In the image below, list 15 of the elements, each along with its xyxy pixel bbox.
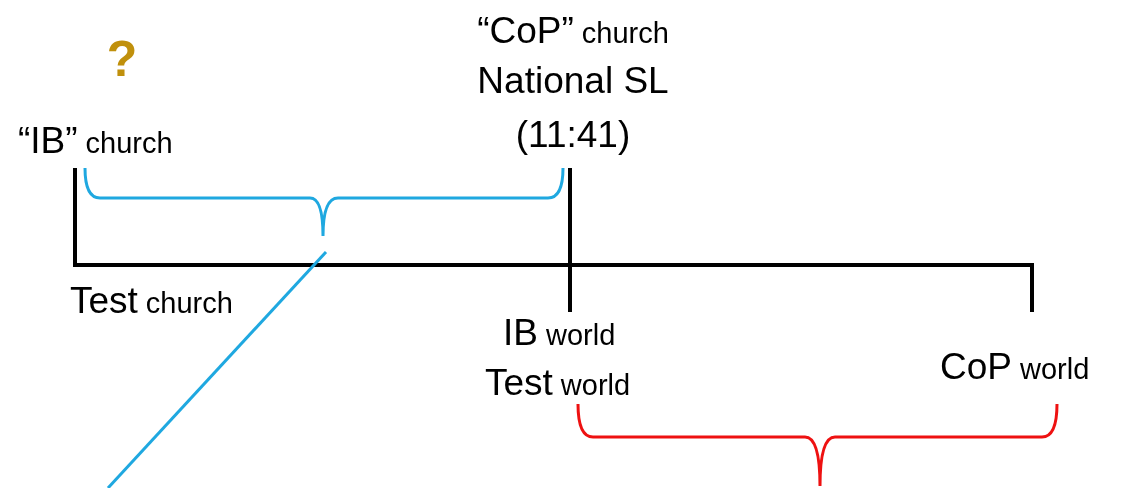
label-text: world	[1020, 352, 1090, 387]
label-text: CoP	[940, 345, 1012, 389]
label-text: “IB”	[18, 119, 78, 163]
label-text: (11:41)	[515, 113, 631, 157]
label-text: IB	[503, 311, 538, 355]
label-text: church	[145, 286, 233, 321]
label-text: world	[545, 318, 616, 353]
label-text: church	[581, 16, 669, 51]
label-text: ?	[106, 30, 138, 89]
label-text: National SL	[477, 59, 669, 103]
label-text: church	[85, 126, 173, 161]
label-text: “CoP”	[477, 9, 574, 53]
label-text: Test	[485, 361, 553, 405]
label-text: Test	[70, 279, 138, 323]
label-text: world	[560, 368, 631, 403]
